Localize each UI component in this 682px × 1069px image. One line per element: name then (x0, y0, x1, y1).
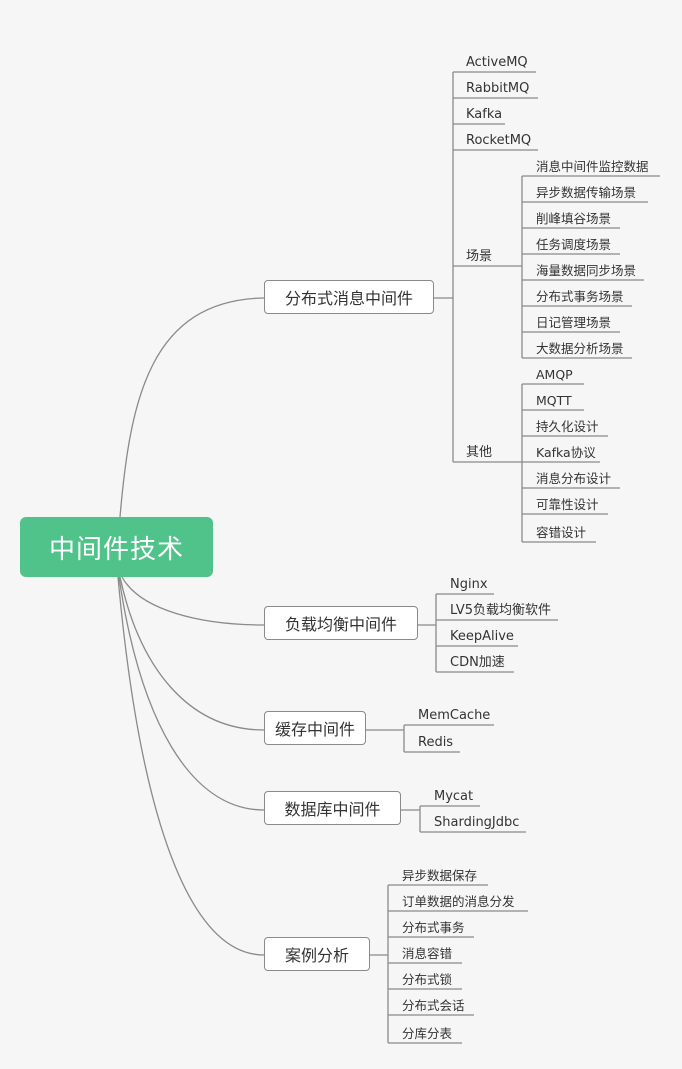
node-case-analysis[interactable]: 案例分析 (264, 937, 370, 971)
leaf-case[interactable]: 分库分表 (402, 1026, 453, 1041)
node-other[interactable]: 其他 (466, 445, 493, 460)
leaf-scene[interactable]: 大数据分析场景 (536, 341, 624, 356)
leaf-other[interactable]: 持久化设计 (536, 419, 599, 434)
leaf-scene[interactable]: 海量数据同步场景 (536, 263, 637, 278)
node-database[interactable]: 数据库中间件 (264, 791, 401, 825)
leaf-mycat[interactable]: Mycat (434, 789, 474, 804)
connector-root-cache (119, 576, 265, 731)
connector-root-db (118, 576, 265, 811)
connector-root-cases (117, 576, 265, 956)
leaf-scene[interactable]: 异步数据传输场景 (536, 185, 637, 200)
leaf-other[interactable]: Kafka协议 (536, 445, 596, 460)
leaf-rocketmq[interactable]: RocketMQ (466, 133, 532, 148)
leaf-redis[interactable]: Redis (418, 735, 454, 750)
leaf-scene[interactable]: 分布式事务场景 (536, 289, 624, 304)
leaf-keepalive[interactable]: KeepAlive (450, 629, 514, 644)
leaf-memcache[interactable]: MemCache (418, 708, 491, 723)
leaf-scene[interactable]: 日记管理场景 (536, 315, 612, 330)
node-cache[interactable]: 缓存中间件 (264, 711, 366, 745)
leaf-lvs[interactable]: LV5负载均衡软件 (450, 603, 551, 618)
leaf-nginx[interactable]: Nginx (450, 577, 488, 592)
leaf-case[interactable]: 异步数据保存 (402, 868, 478, 883)
node-distributed-mq[interactable]: 分布式消息中间件 (264, 280, 434, 314)
leaf-activemq[interactable]: ActiveMQ (466, 55, 528, 70)
leaf-case[interactable]: 分布式会话 (402, 998, 465, 1013)
leaf-case[interactable]: 分布式事务 (402, 920, 465, 935)
leaf-kafka[interactable]: Kafka (466, 107, 503, 122)
leaf-rabbitmq[interactable]: RabbitMQ (466, 81, 530, 96)
leaf-case[interactable]: 订单数据的消息分发 (402, 894, 515, 909)
node-load-balancing[interactable]: 负载均衡中间件 (264, 606, 418, 640)
leaf-other[interactable]: 可靠性设计 (536, 497, 599, 512)
leaf-other[interactable]: 消息分布设计 (536, 471, 612, 486)
leaf-scene[interactable]: 任务调度场景 (536, 237, 612, 252)
leaf-scene[interactable]: 消息中间件监控数据 (536, 159, 649, 174)
leaf-other[interactable]: AMQP (536, 367, 573, 382)
connector-root-mq (119, 297, 265, 518)
leaf-cdn[interactable]: CDN加速 (450, 655, 505, 670)
leaf-case[interactable]: 分布式锁 (402, 972, 453, 987)
connector-root-lb (121, 576, 265, 626)
leaf-other[interactable]: 容错设计 (536, 525, 587, 540)
leaf-scene[interactable]: 削峰填谷场景 (536, 211, 612, 226)
leaf-other[interactable]: MQTT (536, 393, 572, 408)
leaf-case[interactable]: 消息容错 (402, 946, 453, 961)
leaf-shardingjdbc[interactable]: ShardingJdbc (434, 815, 520, 830)
node-scenes[interactable]: 场景 (466, 249, 493, 264)
root-node[interactable]: 中间件技术 (20, 517, 213, 577)
